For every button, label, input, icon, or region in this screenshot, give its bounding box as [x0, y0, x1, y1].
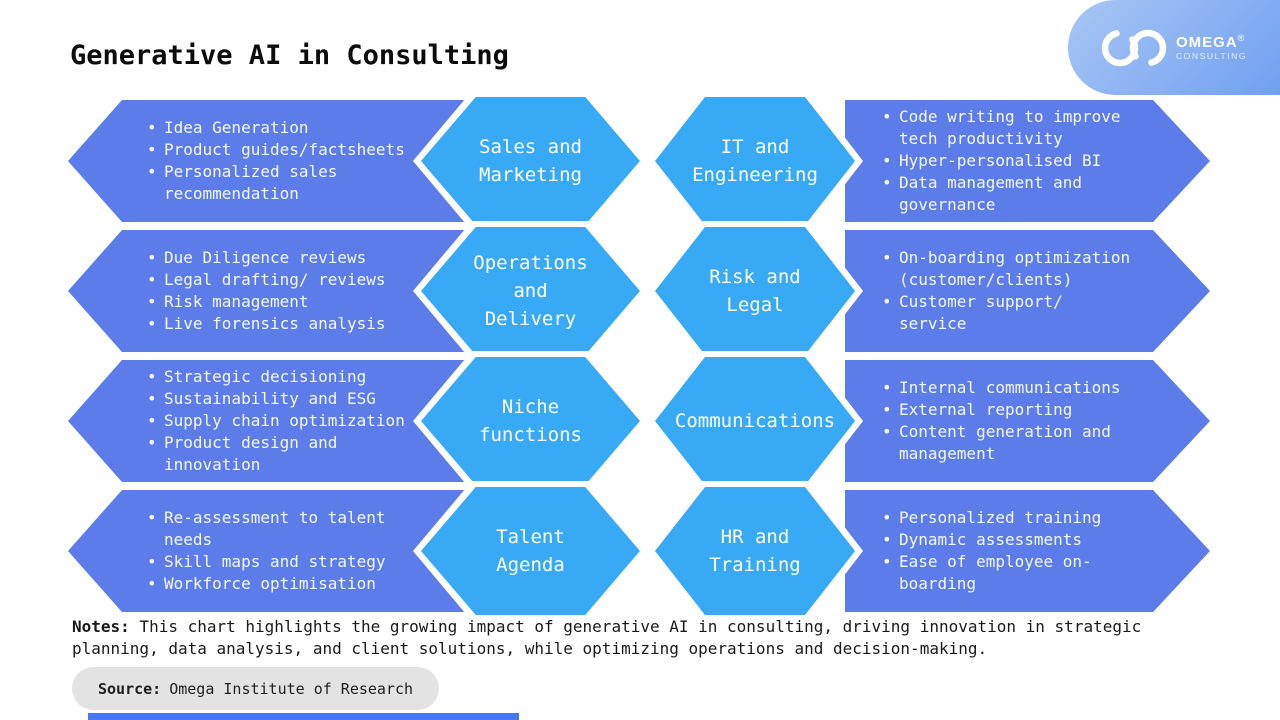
right-bullet-list: Internal communicationsExternal reportin… — [877, 377, 1135, 465]
bullet-item: Ease of employee on-boarding — [877, 551, 1135, 595]
right-banner: On-boarding optimization (customer/clien… — [845, 230, 1210, 352]
brand-name: OMEGA® — [1175, 33, 1246, 52]
function-row-2: Due Diligence reviewsLegal drafting/ rev… — [0, 221, 1280, 361]
bullet-item: Dynamic assessments — [877, 529, 1135, 551]
left-bullet-list: Due Diligence reviewsLegal drafting/ rev… — [142, 247, 407, 335]
bullet-item: Supply chain optimization — [142, 410, 407, 432]
bottom-accent-bar — [88, 713, 519, 720]
right-bullet-list: Personalized trainingDynamic assessments… — [877, 507, 1135, 595]
left-bullet-list: Idea GenerationProduct guides/factsheets… — [142, 117, 407, 205]
bullet-item: Personalized training — [877, 507, 1135, 529]
right-bullet-list: On-boarding optimization (customer/clien… — [877, 247, 1135, 335]
notes-text: Notes: This chart highlights the growing… — [72, 617, 1142, 658]
bullet-item: Live forensics analysis — [142, 313, 407, 335]
bullet-item: Data management and governance — [877, 172, 1135, 216]
left-banner: Strategic decisioningSustainability and … — [68, 360, 465, 482]
right-banner: Personalized trainingDynamic assessments… — [845, 490, 1210, 612]
bullet-item: Due Diligence reviews — [142, 247, 407, 269]
page-title: Generative AI in Consulting — [70, 40, 509, 71]
right-bullet-list: Code writing to improve tech productivit… — [877, 106, 1135, 216]
right-banner: Internal communicationsExternal reportin… — [845, 360, 1210, 482]
bullet-item: Risk management — [142, 291, 407, 313]
bullet-item: Sustainability and ESG — [142, 388, 407, 410]
bullet-item: Customer support/ service — [877, 291, 1135, 335]
bullet-item: Hyper-personalised BI — [877, 150, 1135, 172]
bullet-item: External reporting — [877, 399, 1135, 421]
bullet-item: Internal communications — [877, 377, 1135, 399]
notes-label: Notes: — [72, 617, 130, 636]
bullet-item: Code writing to improve tech productivit… — [877, 106, 1135, 150]
bullet-item: Personalized sales recommendation — [142, 161, 407, 205]
brand-logo-panel: OMEGA® CONSULTING — [1068, 0, 1280, 95]
bullet-item: Re-assessment to talent needs — [142, 507, 407, 551]
left-banner: Idea GenerationProduct guides/factsheets… — [68, 100, 465, 222]
brand-subtitle: CONSULTING — [1175, 50, 1248, 61]
left-bullet-list: Strategic decisioningSustainability and … — [142, 366, 407, 476]
registered-mark: ® — [1237, 33, 1246, 44]
brand-logo-text: OMEGA® CONSULTING — [1175, 33, 1248, 61]
hexagon-niche-functions: Niche functions — [421, 357, 640, 485]
function-row-4: Re-assessment to talent needsSkill maps … — [0, 481, 1280, 621]
function-row-1: Idea GenerationProduct guides/factsheets… — [0, 91, 1280, 231]
bullet-item: Idea Generation — [142, 117, 407, 139]
source-value: Omega Institute of Research — [169, 679, 414, 698]
bullet-item: Skill maps and strategy — [142, 551, 407, 573]
function-row-3: Strategic decisioningSustainability and … — [0, 351, 1280, 491]
source-label: Source: — [98, 679, 162, 698]
source-badge: Source: Omega Institute of Research — [72, 667, 440, 710]
left-banner: Due Diligence reviewsLegal drafting/ rev… — [68, 230, 465, 352]
bullet-item: Product guides/factsheets — [142, 139, 407, 161]
bullet-item: Content generation and management — [877, 421, 1135, 465]
bullet-item: Product design and innovation — [142, 432, 407, 476]
bullet-item: Workforce optimisation — [142, 573, 407, 595]
bullet-item: On-boarding optimization (customer/clien… — [877, 247, 1135, 291]
right-banner: Code writing to improve tech productivit… — [845, 100, 1210, 222]
left-banner: Re-assessment to talent needsSkill maps … — [68, 490, 465, 612]
left-bullet-list: Re-assessment to talent needsSkill maps … — [142, 507, 407, 595]
bullet-item: Legal drafting/ reviews — [142, 269, 407, 291]
infinity-rings-icon — [1101, 29, 1167, 66]
bullet-item: Strategic decisioning — [142, 366, 407, 388]
